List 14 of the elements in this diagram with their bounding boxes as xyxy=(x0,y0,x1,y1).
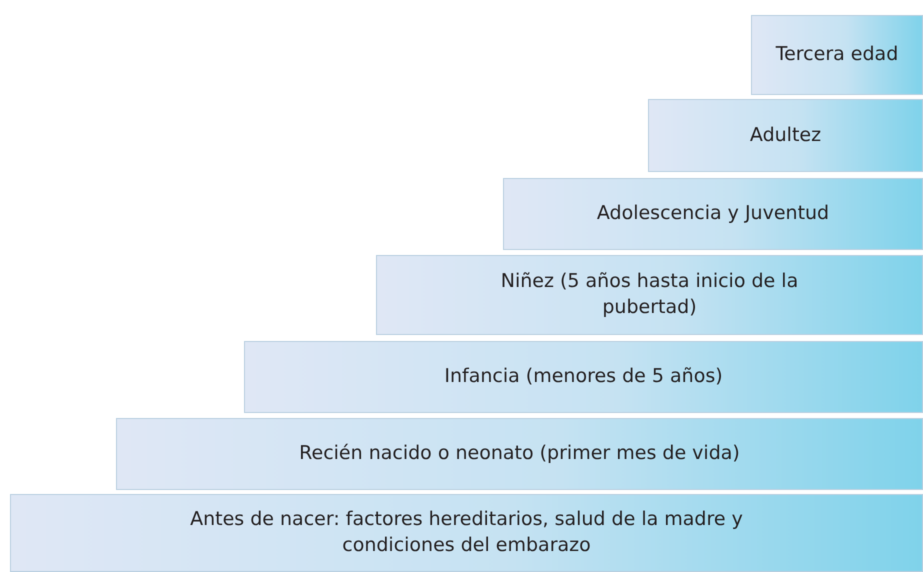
stage-label: Recién nacido o neonato (primer mes de vida) xyxy=(299,441,740,466)
stage-label: Tercera edad xyxy=(776,42,898,68)
stage-label: Infancia (menores de 5 años) xyxy=(444,364,723,390)
stage-label: Niñez (5 años hasta inicio de la pubertad) xyxy=(500,269,800,320)
stage-label: Adultez xyxy=(750,122,822,148)
stage-bar xyxy=(648,99,923,172)
stage-bar xyxy=(751,15,923,95)
stage-bar xyxy=(10,494,923,572)
stage-bar xyxy=(503,178,923,250)
stage-label: Antes de nacer: factores hereditarios, salud de la madre y condiciones del embarazo xyxy=(189,507,744,558)
stage-bar xyxy=(244,341,923,413)
stage-bar xyxy=(376,255,923,335)
stage-label: Adolescencia y Juventud xyxy=(596,201,830,226)
stage-bar xyxy=(116,418,923,490)
